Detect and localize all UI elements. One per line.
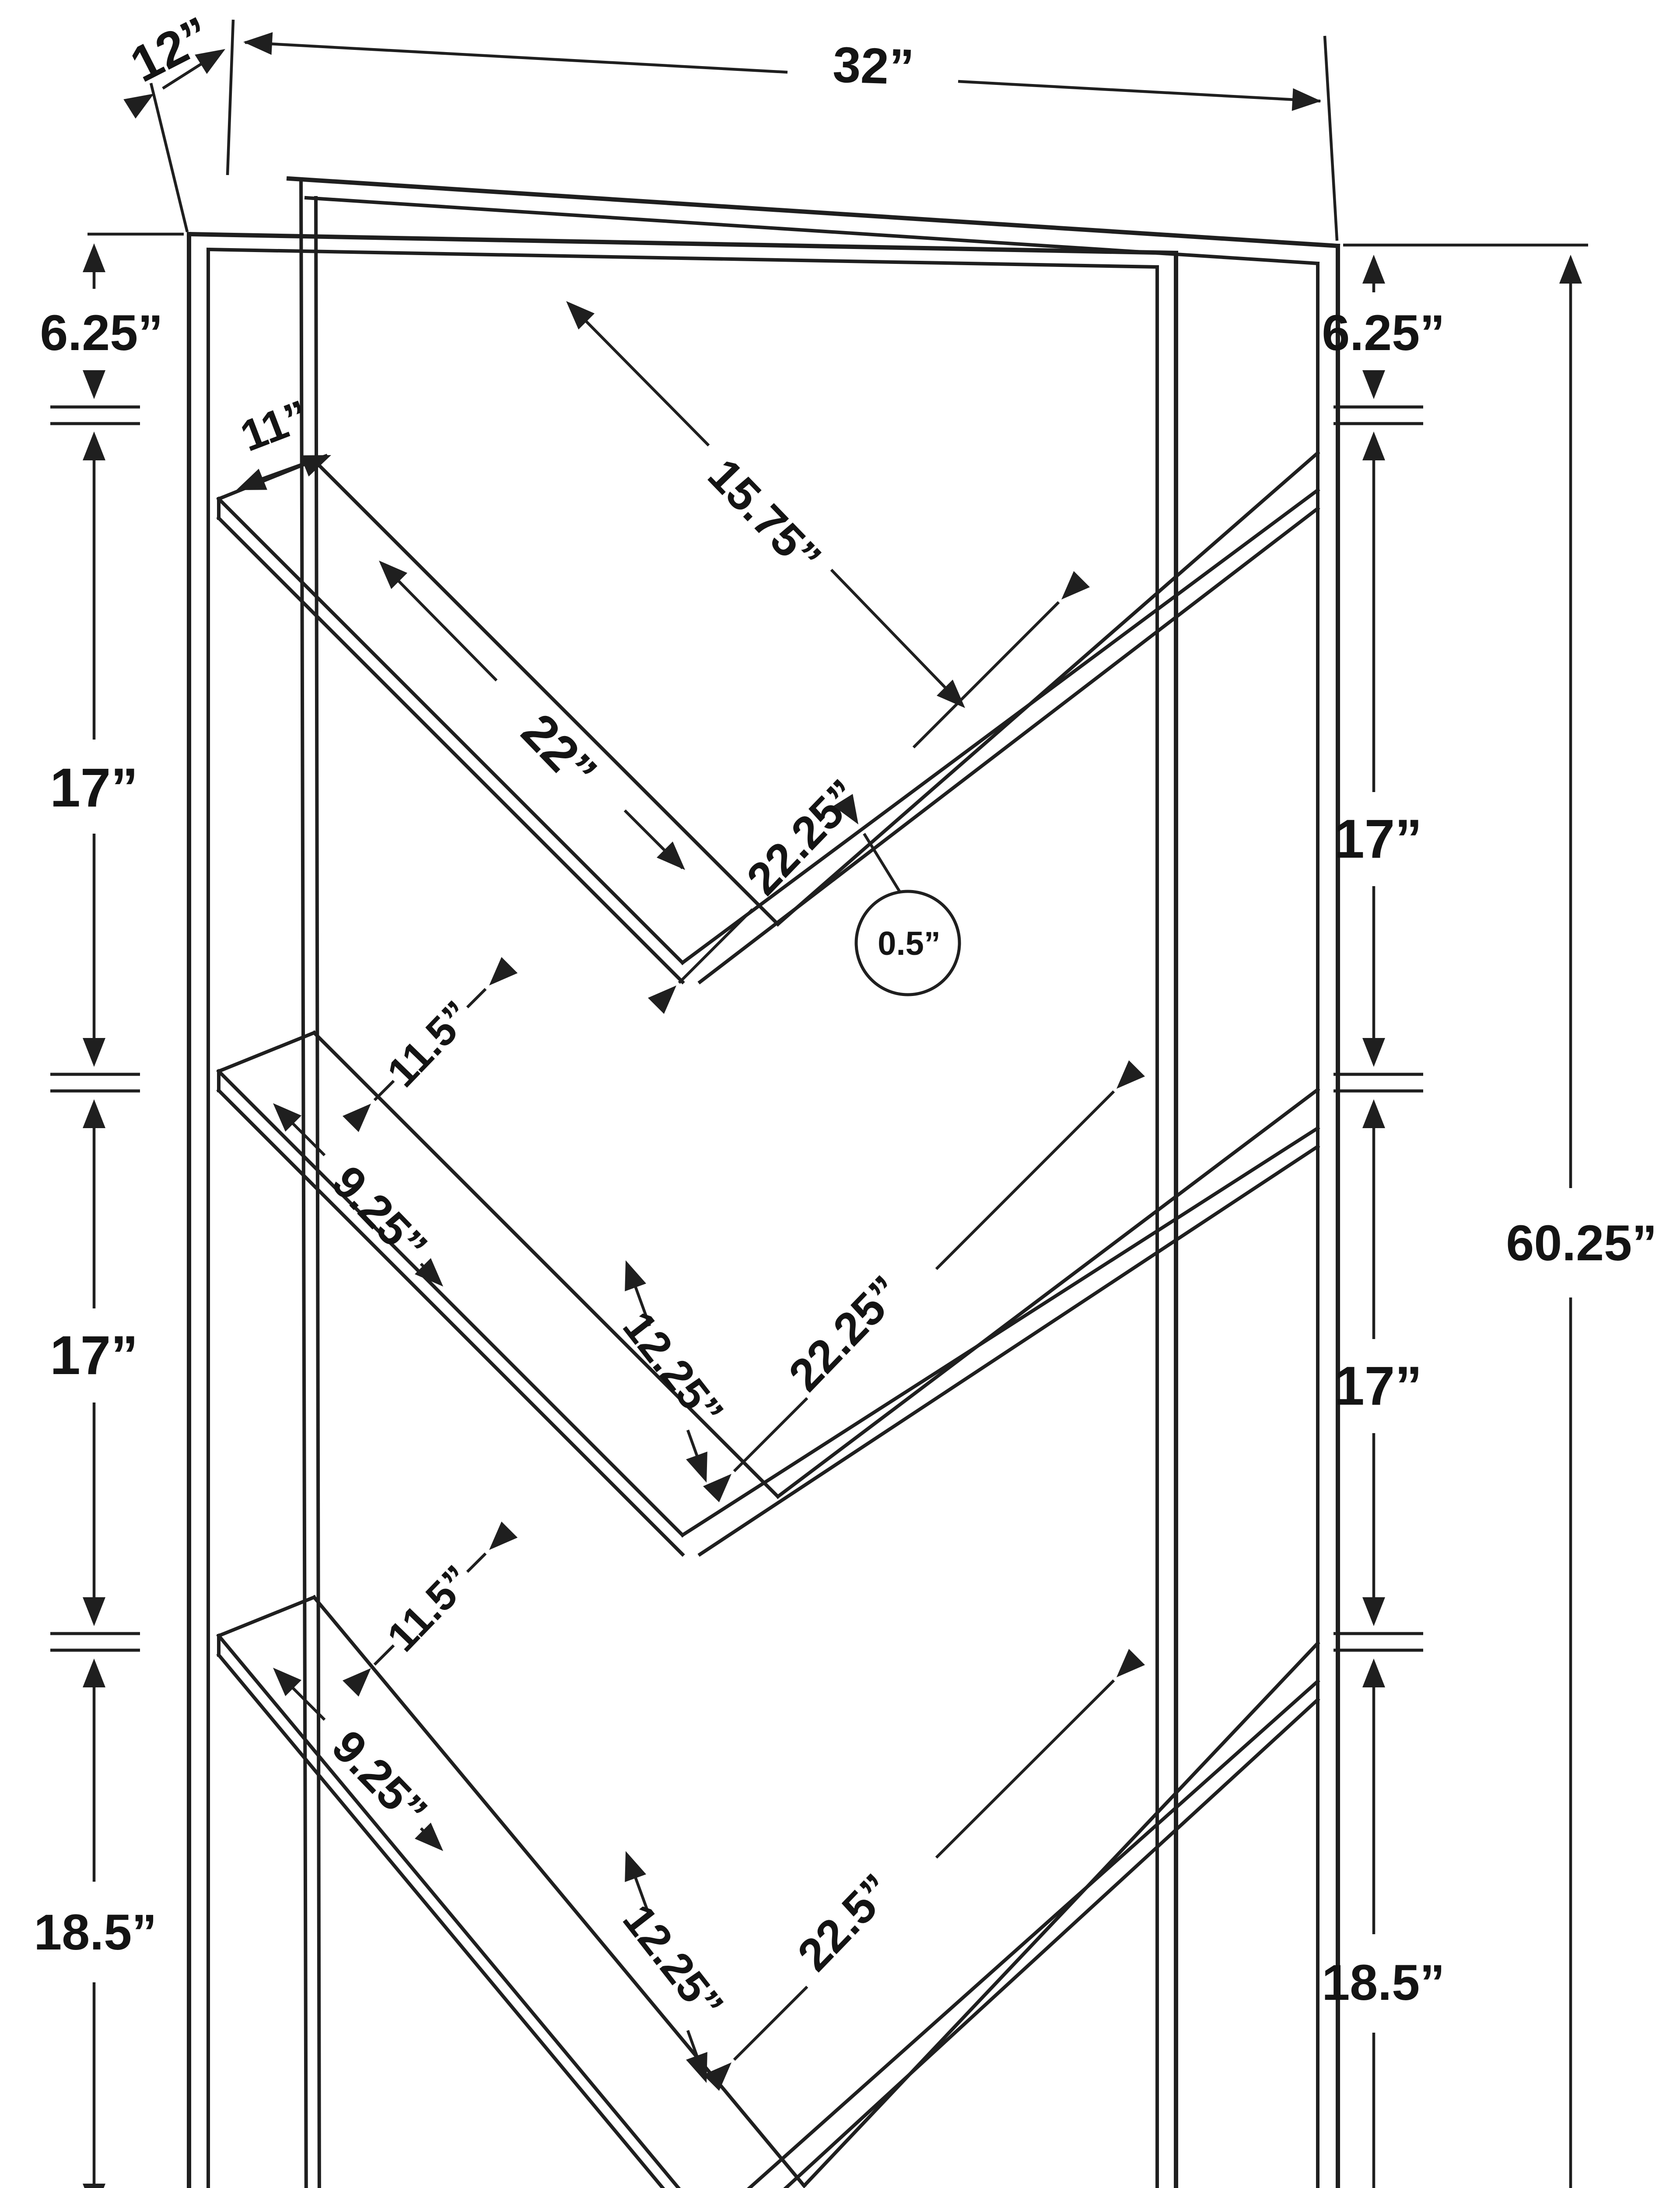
back-frame	[286, 176, 1340, 2188]
shelf-tier-3	[216, 1595, 1320, 2188]
right-seg1-label: 6.25”	[1322, 305, 1445, 361]
callout-thickness-top: 0.5”	[833, 794, 961, 996]
dim-riser-3: 12.25”	[613, 1851, 733, 2083]
vertex-gap-2-label: 11.5”	[378, 992, 481, 1096]
front-frame	[186, 231, 1179, 2188]
right-seg2-label: 17”	[1334, 809, 1422, 870]
left-seg2-label: 17”	[50, 757, 138, 818]
dim-top-depth: 12”	[122, 6, 235, 232]
shelf1-length-label: 22”	[511, 703, 608, 800]
dim-left-column: 6.25” 17” 17” 18.5”	[34, 232, 184, 2188]
dim-riser-2: 12.25”	[613, 1260, 733, 1483]
dim-shelf-top-width: 11”	[234, 391, 331, 490]
dim-total-height: 60.25”	[1506, 255, 1657, 2188]
top-width-label: 32”	[832, 37, 915, 95]
shelf-tier-1	[216, 450, 1320, 985]
left-seg4-label: 18.5”	[34, 1904, 157, 1960]
vertex-gap-3-label: 11.5”	[378, 1557, 481, 1660]
dim-vertex-gap-3: 11.5”	[342, 1521, 518, 1697]
left-seg1-label: 6.25”	[40, 305, 163, 361]
left-seg3-label: 17”	[50, 1325, 138, 1386]
side-length-2-label: 9.25”	[322, 1156, 437, 1273]
dim-right-column: 6.25” 17” 17” 18.5”	[1322, 243, 1588, 2188]
top-depth-label: 12”	[122, 6, 220, 93]
dim-top-clearance: 15.75”	[566, 301, 965, 708]
shelf2-diagonal-label: 22.25”	[779, 1266, 912, 1401]
dim-shelf3-diagonal: 22.5”	[703, 1648, 1145, 2091]
shelf3-diagonal-label: 22.5”	[788, 1864, 903, 1981]
top-clearance-label: 15.75”	[698, 449, 831, 584]
dim-top-width: 32”	[243, 32, 1339, 241]
dim-shelf1-diagonal: 22.25”	[648, 571, 1090, 1014]
right-seg4-label: 18.5”	[1322, 1955, 1445, 2011]
total-height-label: 60.25”	[1506, 1215, 1657, 1271]
dim-vertex-gap-2: 11.5”	[342, 957, 518, 1133]
riser-2-label: 12.25”	[613, 1302, 733, 1436]
shelf-tier-2	[216, 1030, 1320, 1557]
riser-3-label: 12.25”	[613, 1895, 733, 2029]
right-seg3-label: 17”	[1334, 1356, 1422, 1417]
thickness-top-label: 0.5”	[878, 925, 941, 962]
